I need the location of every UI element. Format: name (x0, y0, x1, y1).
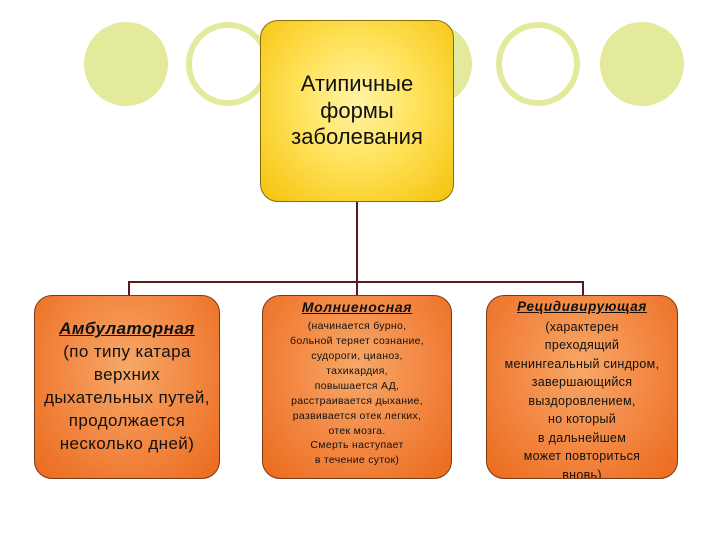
child-node-title: Молниеносная (301, 299, 413, 315)
child-node-description: (начинается бурно, больной теряет сознан… (290, 320, 424, 467)
connector-trunk (356, 200, 358, 282)
child-node-ambulatory: Амбулаторная (по типу катара верхних дых… (34, 295, 220, 479)
connector-left (128, 281, 130, 295)
child-node-fulminant: Молниеносная (начинается бурно, больной … (262, 295, 452, 479)
decorative-ring (496, 22, 580, 106)
child-node-recurrent: Рецидивирующая (характерен преходящий ме… (486, 295, 678, 479)
decorative-circle (84, 22, 168, 106)
decorative-ring (186, 22, 270, 106)
child-node-description: (по типу катара верхних дыхательных путе… (44, 342, 210, 453)
decorative-circle (600, 22, 684, 106)
child-node-title: Рецидивирующая (517, 299, 647, 314)
child-node-description: (характерен преходящий менингеальный син… (504, 319, 660, 479)
connector-right (582, 281, 584, 295)
child-node-title: Амбулаторная (59, 319, 195, 339)
root-node-title: Атипичные формы заболевания (291, 71, 423, 150)
root-node: Атипичные формы заболевания (260, 20, 454, 202)
connector-middle (356, 281, 358, 295)
